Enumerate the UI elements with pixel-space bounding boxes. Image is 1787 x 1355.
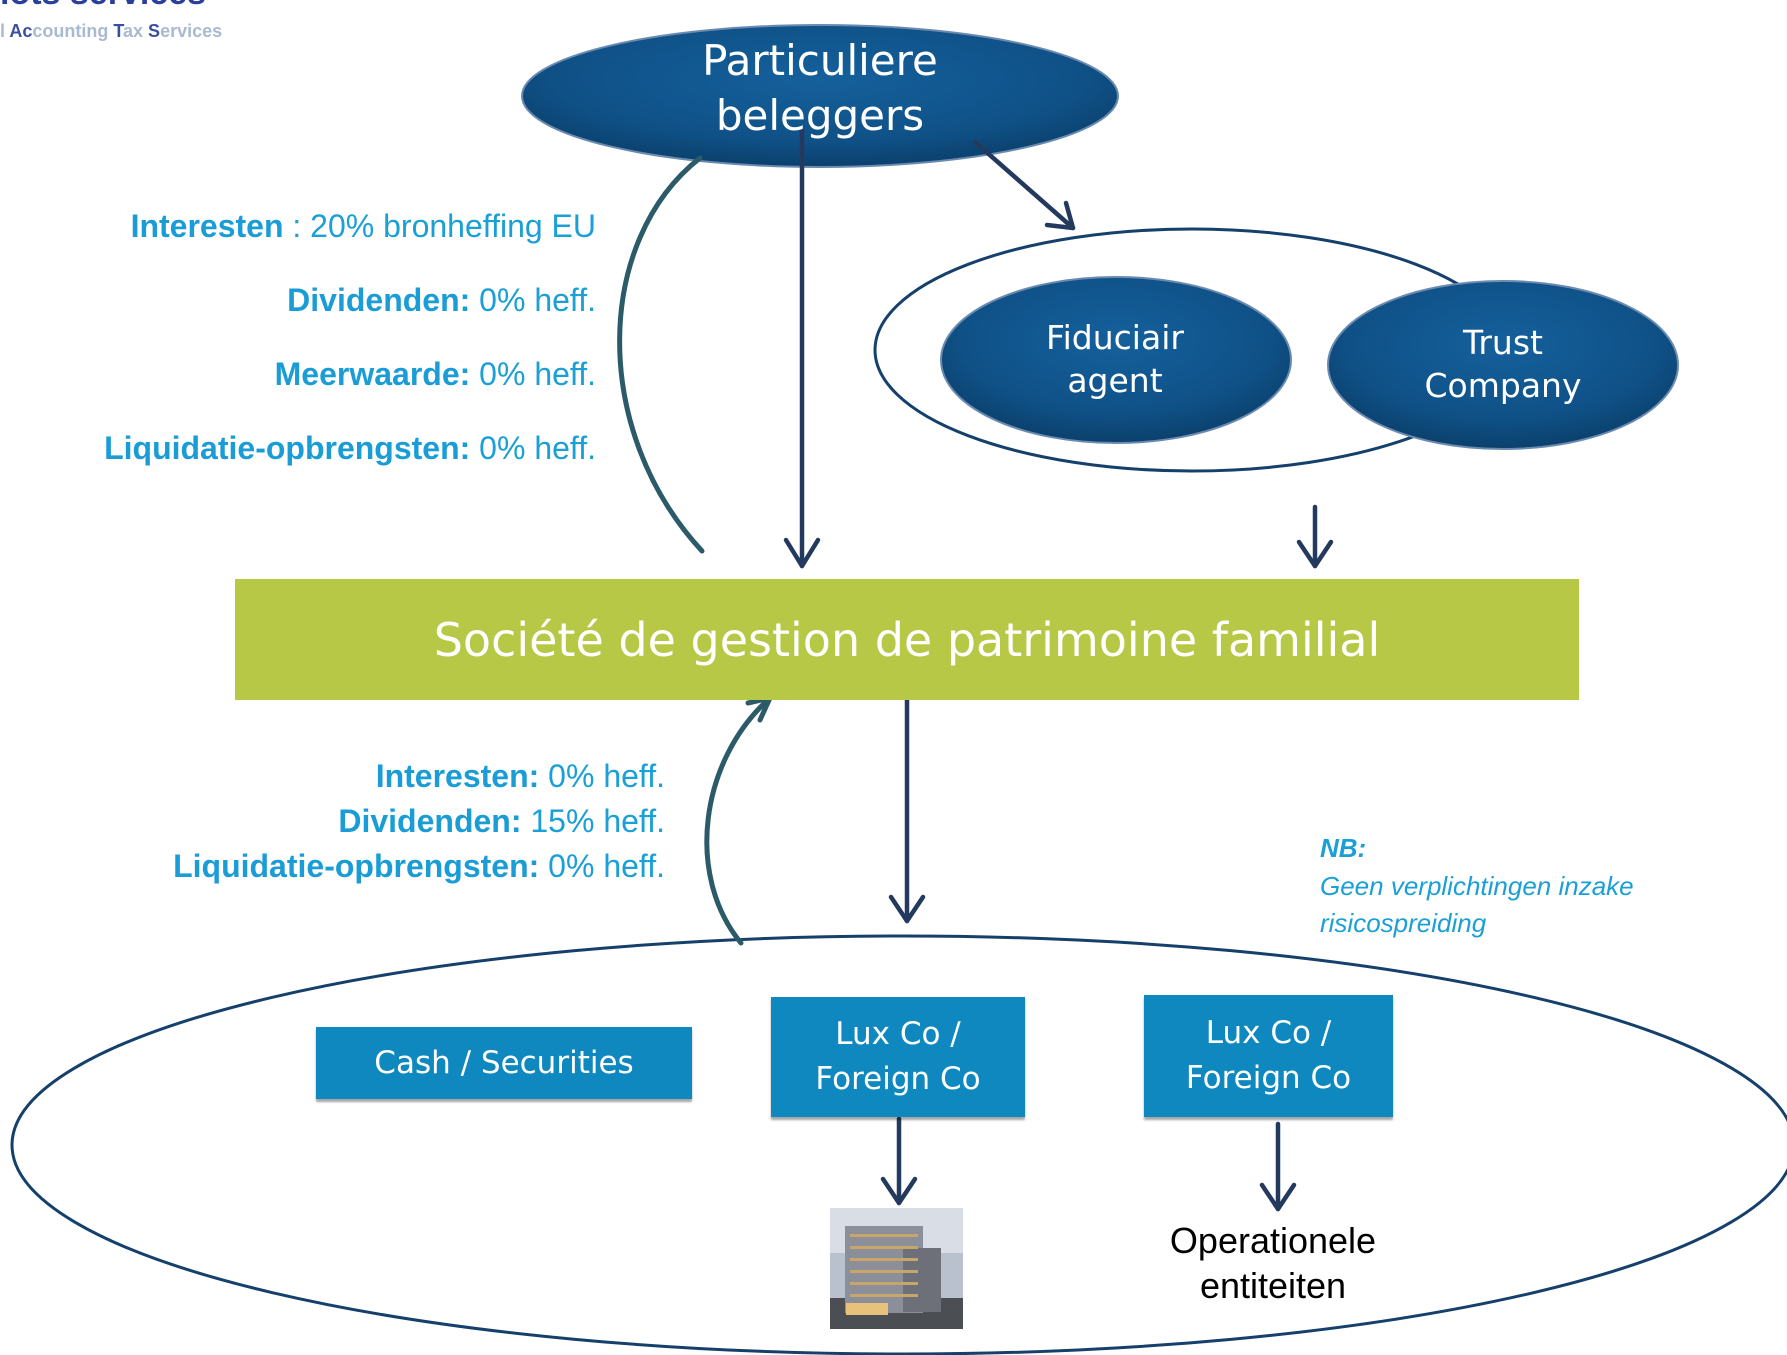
investors-oval[interactable] <box>521 24 1119 168</box>
building-photo-icon <box>830 1208 963 1329</box>
curved-arrow-assets-to-holding <box>704 695 773 946</box>
arrow-holding-to-assets <box>888 697 926 924</box>
cash-securities-box[interactable]: Cash / Securities <box>316 1027 692 1099</box>
arrow-luxco2-to-operational <box>1259 1121 1297 1212</box>
fiduciair-agent-oval[interactable] <box>940 276 1292 444</box>
arrow-intermediaries-to-holding <box>1296 504 1334 569</box>
upper-tax-liquidation: Liquidatie-opbrengsten: 0% heff. <box>104 430 596 466</box>
upper-tax-capital-gains: Meerwaarde: 0% heff. <box>274 356 596 392</box>
luxco-box-2[interactable]: Lux Co /Foreign Co <box>1144 995 1393 1117</box>
lower-tax-interest: Interesten: 0% heff. <box>375 758 665 794</box>
cash-securities-label: Cash / Securities <box>374 1044 634 1081</box>
holding-company-label: Société de gestion de patrimoine familia… <box>433 612 1381 667</box>
upper-tax-interest: Interesten : 20% bronheffing EU <box>130 208 596 244</box>
arrow-luxco1-to-building <box>880 1116 918 1206</box>
risk-spreading-note: NB: Geen verplichtingen inzake risicospr… <box>1320 830 1760 943</box>
upper-tax-dividends: Dividenden: 0% heff. <box>287 282 596 318</box>
assets-group-ellipse <box>10 934 1787 1355</box>
arrow-investors-to-intermediaries <box>972 139 1076 231</box>
holding-company-box[interactable]: Société de gestion de patrimoine familia… <box>235 579 1579 700</box>
note-title: NB: <box>1320 833 1367 863</box>
company-logo-tagline: l Accounting Tax Services <box>0 21 223 41</box>
company-logo-name: lots services <box>0 0 206 13</box>
lower-tax-dividends: Dividenden: 15% heff. <box>338 803 665 839</box>
arrow-investors-to-holding <box>783 127 821 569</box>
note-line-1: Geen verplichtingen inzake <box>1320 870 1634 901</box>
lower-tax-liquidation: Liquidatie-opbrengsten: 0% heff. <box>173 848 665 884</box>
trust-company-oval[interactable] <box>1327 280 1679 450</box>
note-line-2: risicospreiding <box>1320 908 1487 939</box>
curved-arrow-holding-to-investors <box>617 155 705 554</box>
luxco-box-1[interactable]: Lux Co /Foreign Co <box>771 997 1025 1117</box>
